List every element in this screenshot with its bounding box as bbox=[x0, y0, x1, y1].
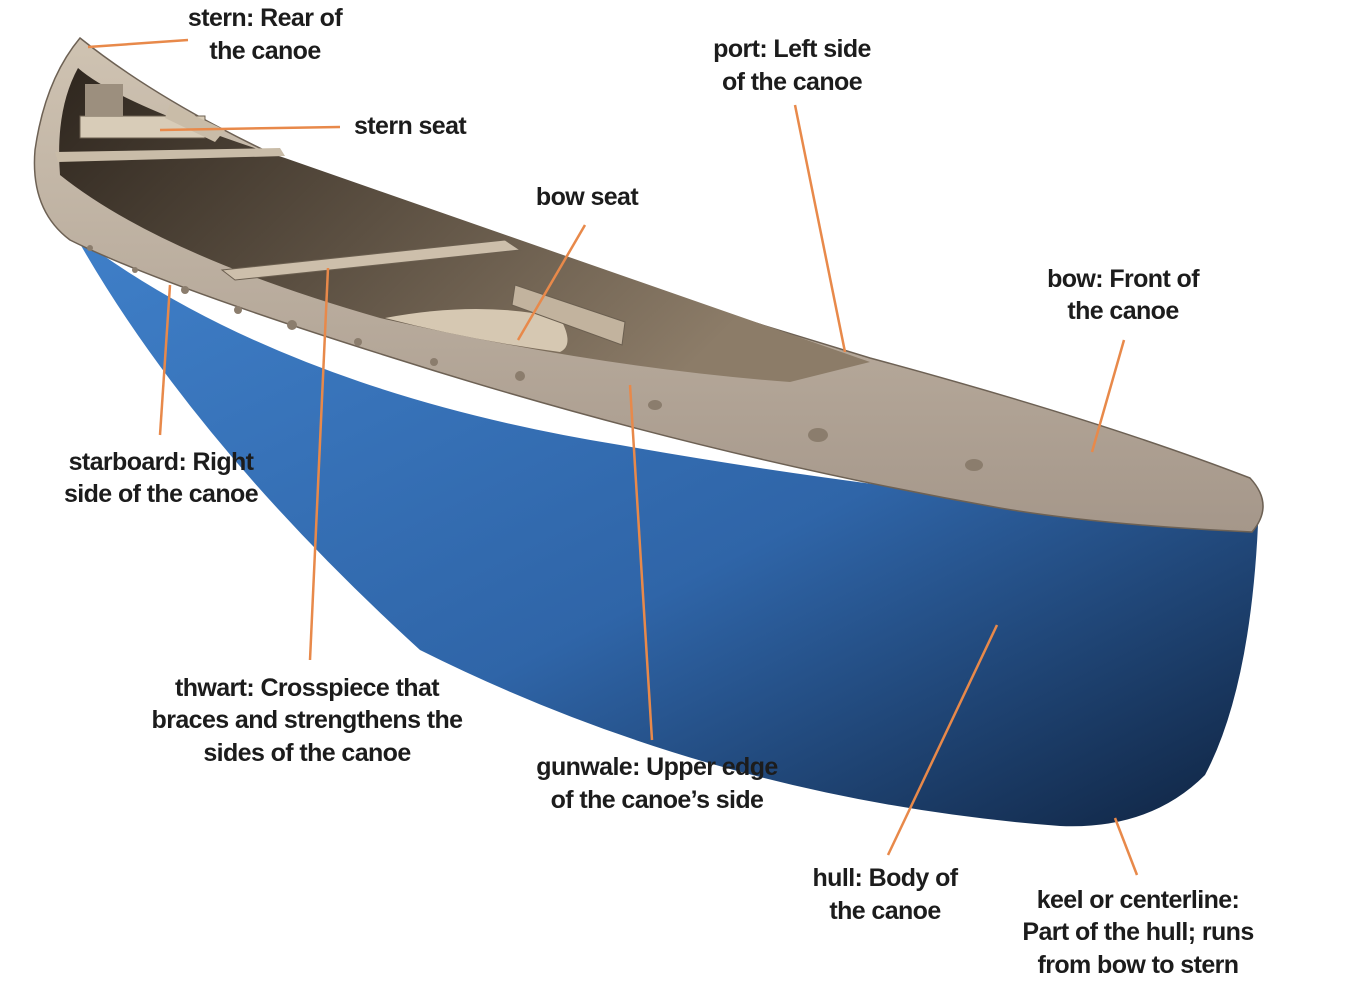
canoe-interior bbox=[59, 68, 871, 382]
label-bow: bow: Front of the canoe bbox=[1047, 265, 1201, 325]
label-line: starboard: Right bbox=[69, 448, 255, 476]
stern-seat bbox=[79, 84, 225, 142]
leader-lines bbox=[87, 38, 1139, 876]
thwart bbox=[220, 239, 522, 281]
label-hull: hull: Body of the canoe bbox=[813, 864, 960, 925]
label-line: of the canoe’s side bbox=[551, 786, 764, 814]
leader-bow-seat bbox=[516, 224, 587, 341]
label-line: keel or centerline: bbox=[1037, 886, 1240, 914]
label-line: gunwale: Upper edge bbox=[536, 753, 778, 781]
label-port: port: Left side of the canoe bbox=[713, 35, 872, 96]
leader-thwart bbox=[308, 267, 330, 661]
label-line: the canoe bbox=[209, 37, 321, 65]
label-starboard: starboard: Right side of the canoe bbox=[64, 448, 259, 508]
canoe-gunwale bbox=[33, 36, 1264, 533]
label-line: of the canoe bbox=[722, 68, 863, 96]
leader-port bbox=[793, 104, 847, 353]
label-line: the canoe bbox=[1067, 297, 1179, 325]
leader-bow bbox=[1090, 339, 1126, 453]
label-stern-seat: stern seat bbox=[354, 112, 467, 140]
stern-thwart bbox=[55, 148, 285, 162]
gunwale-rivets bbox=[87, 245, 983, 471]
label-stern: stern: Rear of the canoe bbox=[188, 4, 344, 65]
label-line: from bow to stern bbox=[1038, 951, 1239, 979]
label-line: sides of the canoe bbox=[203, 739, 411, 767]
label-keel: keel or centerline: Part of the hull; ru… bbox=[1022, 886, 1254, 979]
label-line: hull: Body of bbox=[813, 864, 959, 892]
leader-hull bbox=[886, 624, 999, 856]
label-line: stern: Rear of bbox=[188, 4, 343, 32]
leader-starboard bbox=[158, 284, 172, 436]
label-bow-seat: bow seat bbox=[536, 183, 639, 211]
leader-keel bbox=[1113, 817, 1139, 876]
label-line: the canoe bbox=[829, 897, 941, 925]
leader-stern-seat bbox=[159, 125, 341, 132]
label-line: port: Left side bbox=[713, 35, 871, 63]
label-thwart: thwart: Crosspiece that braces and stren… bbox=[152, 674, 464, 767]
label-line: bow: Front of bbox=[1047, 265, 1200, 293]
leader-stern bbox=[87, 38, 189, 49]
label-gunwale: gunwale: Upper edge of the canoe’s side bbox=[536, 753, 779, 814]
leader-gunwale bbox=[628, 384, 654, 741]
label-line: thwart: Crosspiece that bbox=[175, 674, 440, 702]
label-line: side of the canoe bbox=[64, 480, 259, 508]
label-line: Part of the hull; runs bbox=[1022, 918, 1253, 946]
canoe-hull bbox=[75, 235, 1258, 827]
label-line: braces and strengthens the bbox=[152, 706, 464, 734]
